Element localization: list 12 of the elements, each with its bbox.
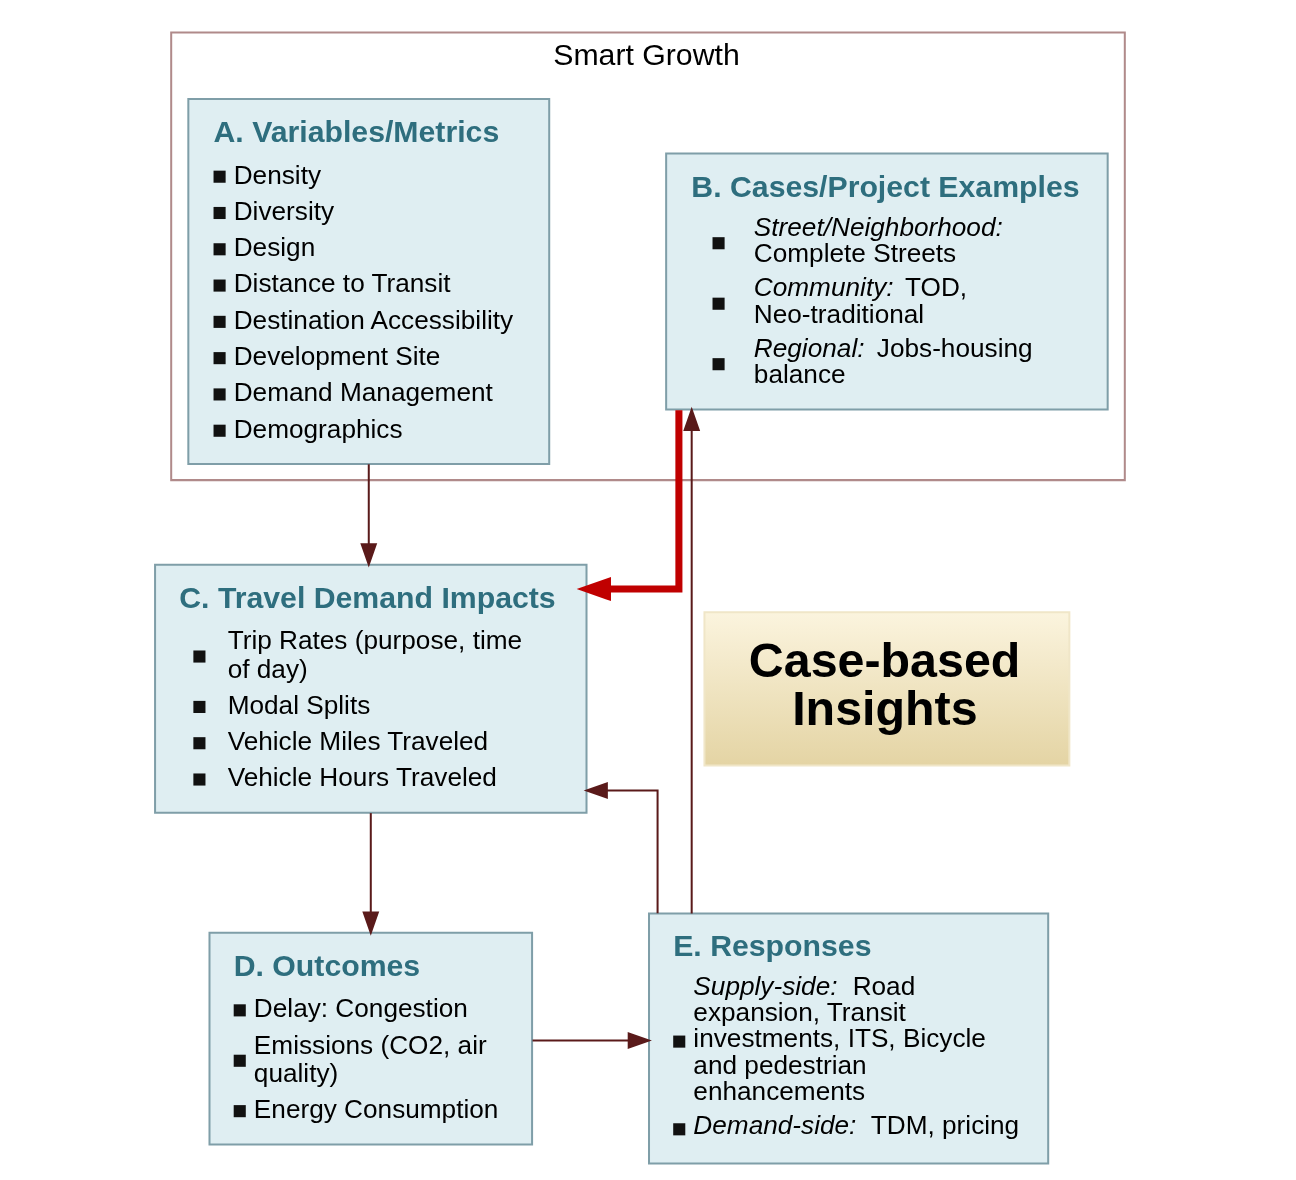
node-box: C. Travel Demand Impacts Trip Rates (purpose, time of day) Modal Splits Vehicle Miles Traveled Vehicle Hours Traveled (154, 563, 588, 814)
node-box: Case-based Insights (703, 611, 1071, 767)
arrow (683, 406, 701, 914)
arrow (362, 813, 380, 936)
arrow (576, 410, 683, 602)
node-box: E. Responses Supply-side: Road expansion, Transit investments, ITS, Bicycle and pedestrian enhancements Demand-side: TDM, pricing (648, 912, 1050, 1165)
node-box: B. Cases/Project Examples Street/Neighborhood: Complete Streets Community: TOD, Neo-traditional Regional: Jobs-housing balance (665, 152, 1109, 411)
node-box: D. Outcomes Delay: Congestion Emissions (CO2, air quality) Energy Consumption (208, 931, 534, 1146)
arrow (532, 1032, 652, 1050)
arrow (360, 464, 378, 568)
arrow (583, 782, 659, 914)
node-box: A. Variables/Metrics Density Diversity Design Distance to Transit Destination Accessibility Development Site Demand Management Demographics (187, 98, 551, 465)
